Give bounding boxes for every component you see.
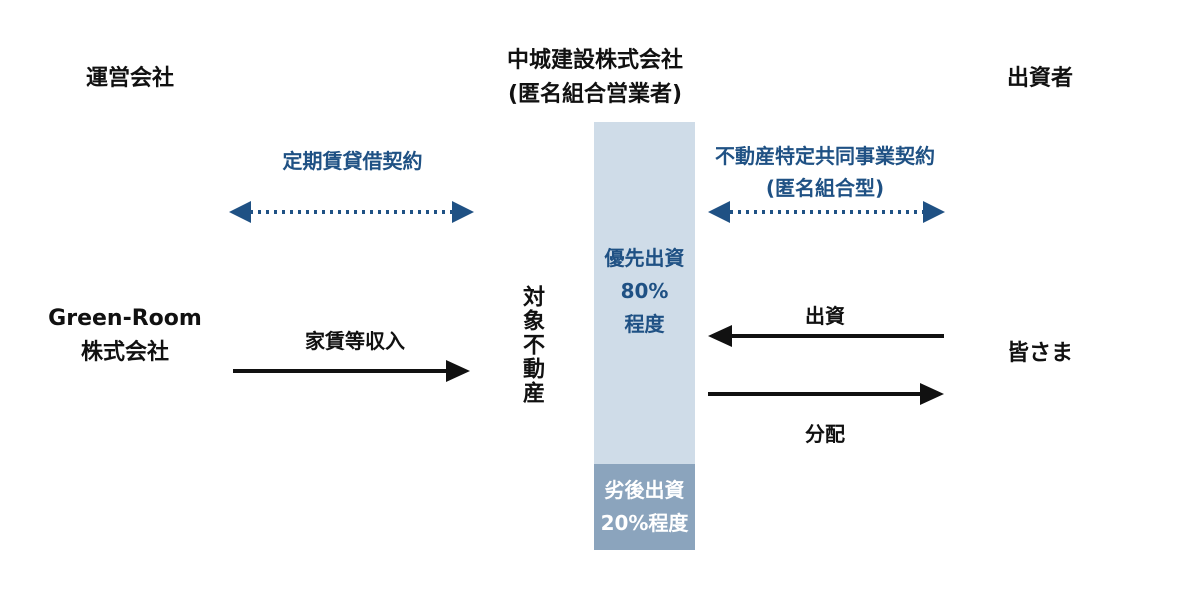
lease-contract-label: 定期賃貸借契約 — [282, 149, 423, 173]
green-room-name: Green-Room — [48, 306, 202, 331]
lease-contract-double-arrow — [229, 201, 474, 223]
distribution-label: 分配 — [805, 422, 845, 446]
subordinate-investment-box: 劣後出資 20%程度 — [594, 464, 695, 550]
priority-investment-box: 優先出資 80% 程度 — [594, 122, 695, 464]
joint-business-contract-name: 不動産特定共同事業契約 — [715, 144, 935, 168]
joint-business-contract-type: (匿名組合型) — [765, 176, 885, 200]
green-room-company: Green-Room 株式会社 — [40, 302, 210, 370]
investors-everyone: 皆さま — [1006, 341, 1073, 366]
investment-arrow — [708, 325, 944, 347]
joint-business-contract-label: 不動産特定共同事業契約 (匿名組合型) — [680, 140, 970, 204]
rent-income-arrow — [233, 360, 470, 382]
business-operator-role: (匿名組合営業者) — [507, 82, 683, 107]
priority-investment-approx: 程度 — [624, 312, 665, 336]
subordinate-investment-label: 劣後出資 — [604, 478, 685, 502]
investor-header: 出資者 — [1006, 66, 1073, 91]
investment-label: 出資 — [805, 304, 845, 328]
target-property-label: 対象不動産 — [519, 285, 544, 405]
priority-investment-percent: 80% — [620, 279, 669, 303]
rent-income-label: 家賃等収入 — [305, 329, 405, 353]
priority-investment-label: 優先出資 — [604, 246, 685, 270]
joint-business-contract-double-arrow — [708, 201, 945, 223]
subordinate-investment-percent: 20%程度 — [600, 511, 689, 535]
business-operator-name: 中城建設株式会社 — [506, 48, 683, 73]
business-operator-header: 中城建設株式会社 (匿名組合営業者) — [470, 44, 720, 112]
green-room-suffix: 株式会社 — [80, 340, 169, 365]
operator-header: 運営会社 — [85, 66, 174, 91]
distribution-arrow — [708, 383, 944, 405]
